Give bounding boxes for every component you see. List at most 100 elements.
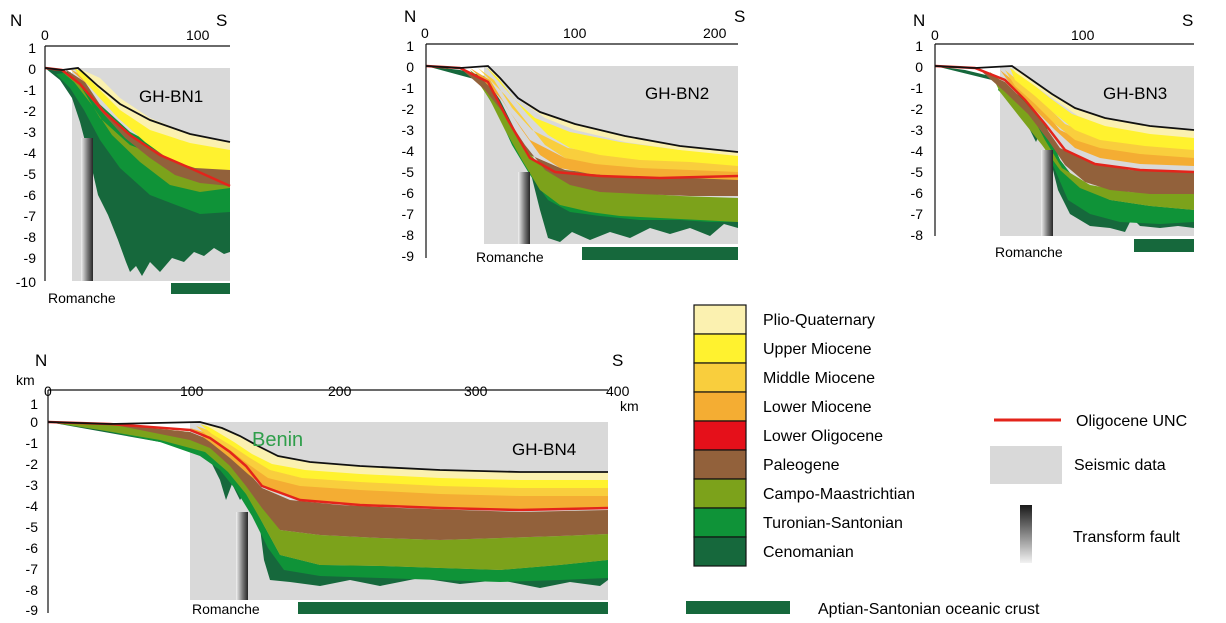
middle-miocene-layer [196,426,608,496]
y-tick-label: -5 [402,164,415,180]
x-tick-label: 200 [703,25,727,41]
x-tick-labels: 0 100 [41,27,210,43]
campo-maastrichtian-layer [48,422,608,570]
y-tick-label: 1 [406,38,414,54]
region-label: Benin [252,429,303,451]
y-tick-label: -5 [24,166,37,182]
plio-quaternary-layer [78,68,230,150]
legend-label: Plio-Quaternary [763,312,875,329]
y-tick-label: -4 [911,143,924,159]
legend-label: Upper Miocene [763,341,872,358]
upper-miocene-layer [74,68,230,170]
y-tick-label: 1 [28,40,36,56]
y-tick-label: -2 [402,101,415,117]
y-tick-label: -9 [402,248,415,264]
north-label: N [10,11,22,30]
y-tick-label: -9 [26,602,39,618]
legend-seismic-data-swatch [990,446,1062,484]
oceanic-crust-bar [582,247,738,260]
legend-label: Lower Miocene [763,399,872,416]
north-label: N [913,11,925,30]
upper-miocene-layer [1010,68,1194,150]
y-tick-label: -7 [24,208,37,224]
oligocene-unc-line [47,420,609,512]
legend-unit-swatches [693,304,747,567]
north-label: N [404,7,416,26]
seafloor-line [44,67,231,143]
section-gh-bn4: N S km km 0 100 200 300 400 1 0 -1 -2 -3… [16,351,639,618]
section-gh-bn2: N S 0 100 200 1 0 -1 -2 -3 -4 -5 -6 -7 -… [402,7,746,265]
y-unit-label: km [16,372,35,388]
y-tick-label: -1 [26,435,39,451]
legend-label: Campo-Maastrichtian [763,486,915,503]
y-tick-label: -1 [24,82,37,98]
y-tick-label: 1 [30,396,38,412]
x-tick-label: 0 [44,383,52,399]
legend-swatch-middle-miocene [693,362,747,393]
seafloor-line [425,65,739,153]
x-tick-label: 100 [180,383,204,399]
x-tick-label: 400 [606,383,630,399]
south-label: S [216,11,227,30]
y-tick-label: -2 [911,101,924,117]
legend-transform-fault-icon [1020,505,1032,563]
legend-label: Aptian-Santonian oceanic crust [818,601,1040,618]
y-tick-label: -8 [402,227,415,243]
paleogene-layer [110,424,608,540]
y-tick-label: 0 [30,414,38,430]
transform-fault [236,512,248,600]
y-tick-label: -2 [26,456,39,472]
lower-miocene-layer [190,428,608,510]
x-tick-label: 0 [931,27,939,43]
plio-quaternary-layer [200,422,608,480]
legend-unit-labels: Plio-Quaternary Upper Miocene Middle Mio… [763,312,915,561]
oligocene-unc-line [425,64,739,180]
section-title: GH-BN1 [139,87,203,106]
oligocene-unc-line [934,64,1195,174]
y-tick-label: -4 [24,145,37,161]
paleogene-layer [980,70,1194,194]
north-label: N [35,351,47,370]
south-label: S [734,7,745,26]
legend-swatch-campo-maastrichtian [693,478,747,509]
y-tick-label: -4 [26,498,39,514]
x-tick-label: 300 [464,383,488,399]
section-title: GH-BN3 [1103,84,1167,103]
y-tick-label: -7 [26,561,39,577]
legend-label: Transform fault [1073,529,1181,546]
y-tick-label: -10 [16,274,36,290]
y-tick-label: -9 [24,250,37,266]
legend-label: Middle Miocene [763,370,875,387]
seafloor-line [47,421,608,473]
seafloor-line [934,65,1195,131]
section-title: GH-BN4 [512,440,576,459]
section-gh-bn3: N S 0 100 1 0 -1 -2 -3 -4 -5 -6 -7 -8 GH… [911,11,1195,260]
romanche-label: Romanche [476,249,544,265]
x-tick-labels: 0 100 [931,27,1095,43]
x-tick-label: 0 [421,25,429,41]
campo-maastrichtian-layer [470,70,738,222]
legend-swatch-upper-miocene [693,333,747,364]
romanche-label: Romanche [48,290,116,306]
y-tick-label: -4 [402,143,415,159]
legend-label: Oligocene UNC [1076,413,1187,430]
y-tick-labels: 1 0 -1 -2 -3 -4 -5 -6 -7 -8 [911,38,924,243]
y-tick-label: -3 [911,122,924,138]
legend-swatch-paleogene [693,449,747,480]
y-tick-label: -1 [402,80,415,96]
plio-quaternary-layer [1012,66,1194,138]
legend-label: Turonian-Santonian [763,515,903,532]
y-tick-label: -5 [26,519,39,535]
y-tick-label: -3 [402,122,415,138]
section-gh-bn1: N S 0 100 1 0 -1 -2 -3 -4 -5 -6 -7 -8 -9… [10,11,231,306]
oligocene-unc-line [44,66,231,188]
romanche-label: Romanche [192,601,260,617]
y-tick-label: -5 [911,164,924,180]
south-label: S [1182,11,1193,30]
x-tick-label: 100 [186,27,210,43]
y-tick-label: 0 [406,59,414,75]
x-tick-labels: 0 100 200 300 400 [44,383,630,399]
south-label: S [612,351,623,370]
legend-label: Paleogene [763,457,840,474]
